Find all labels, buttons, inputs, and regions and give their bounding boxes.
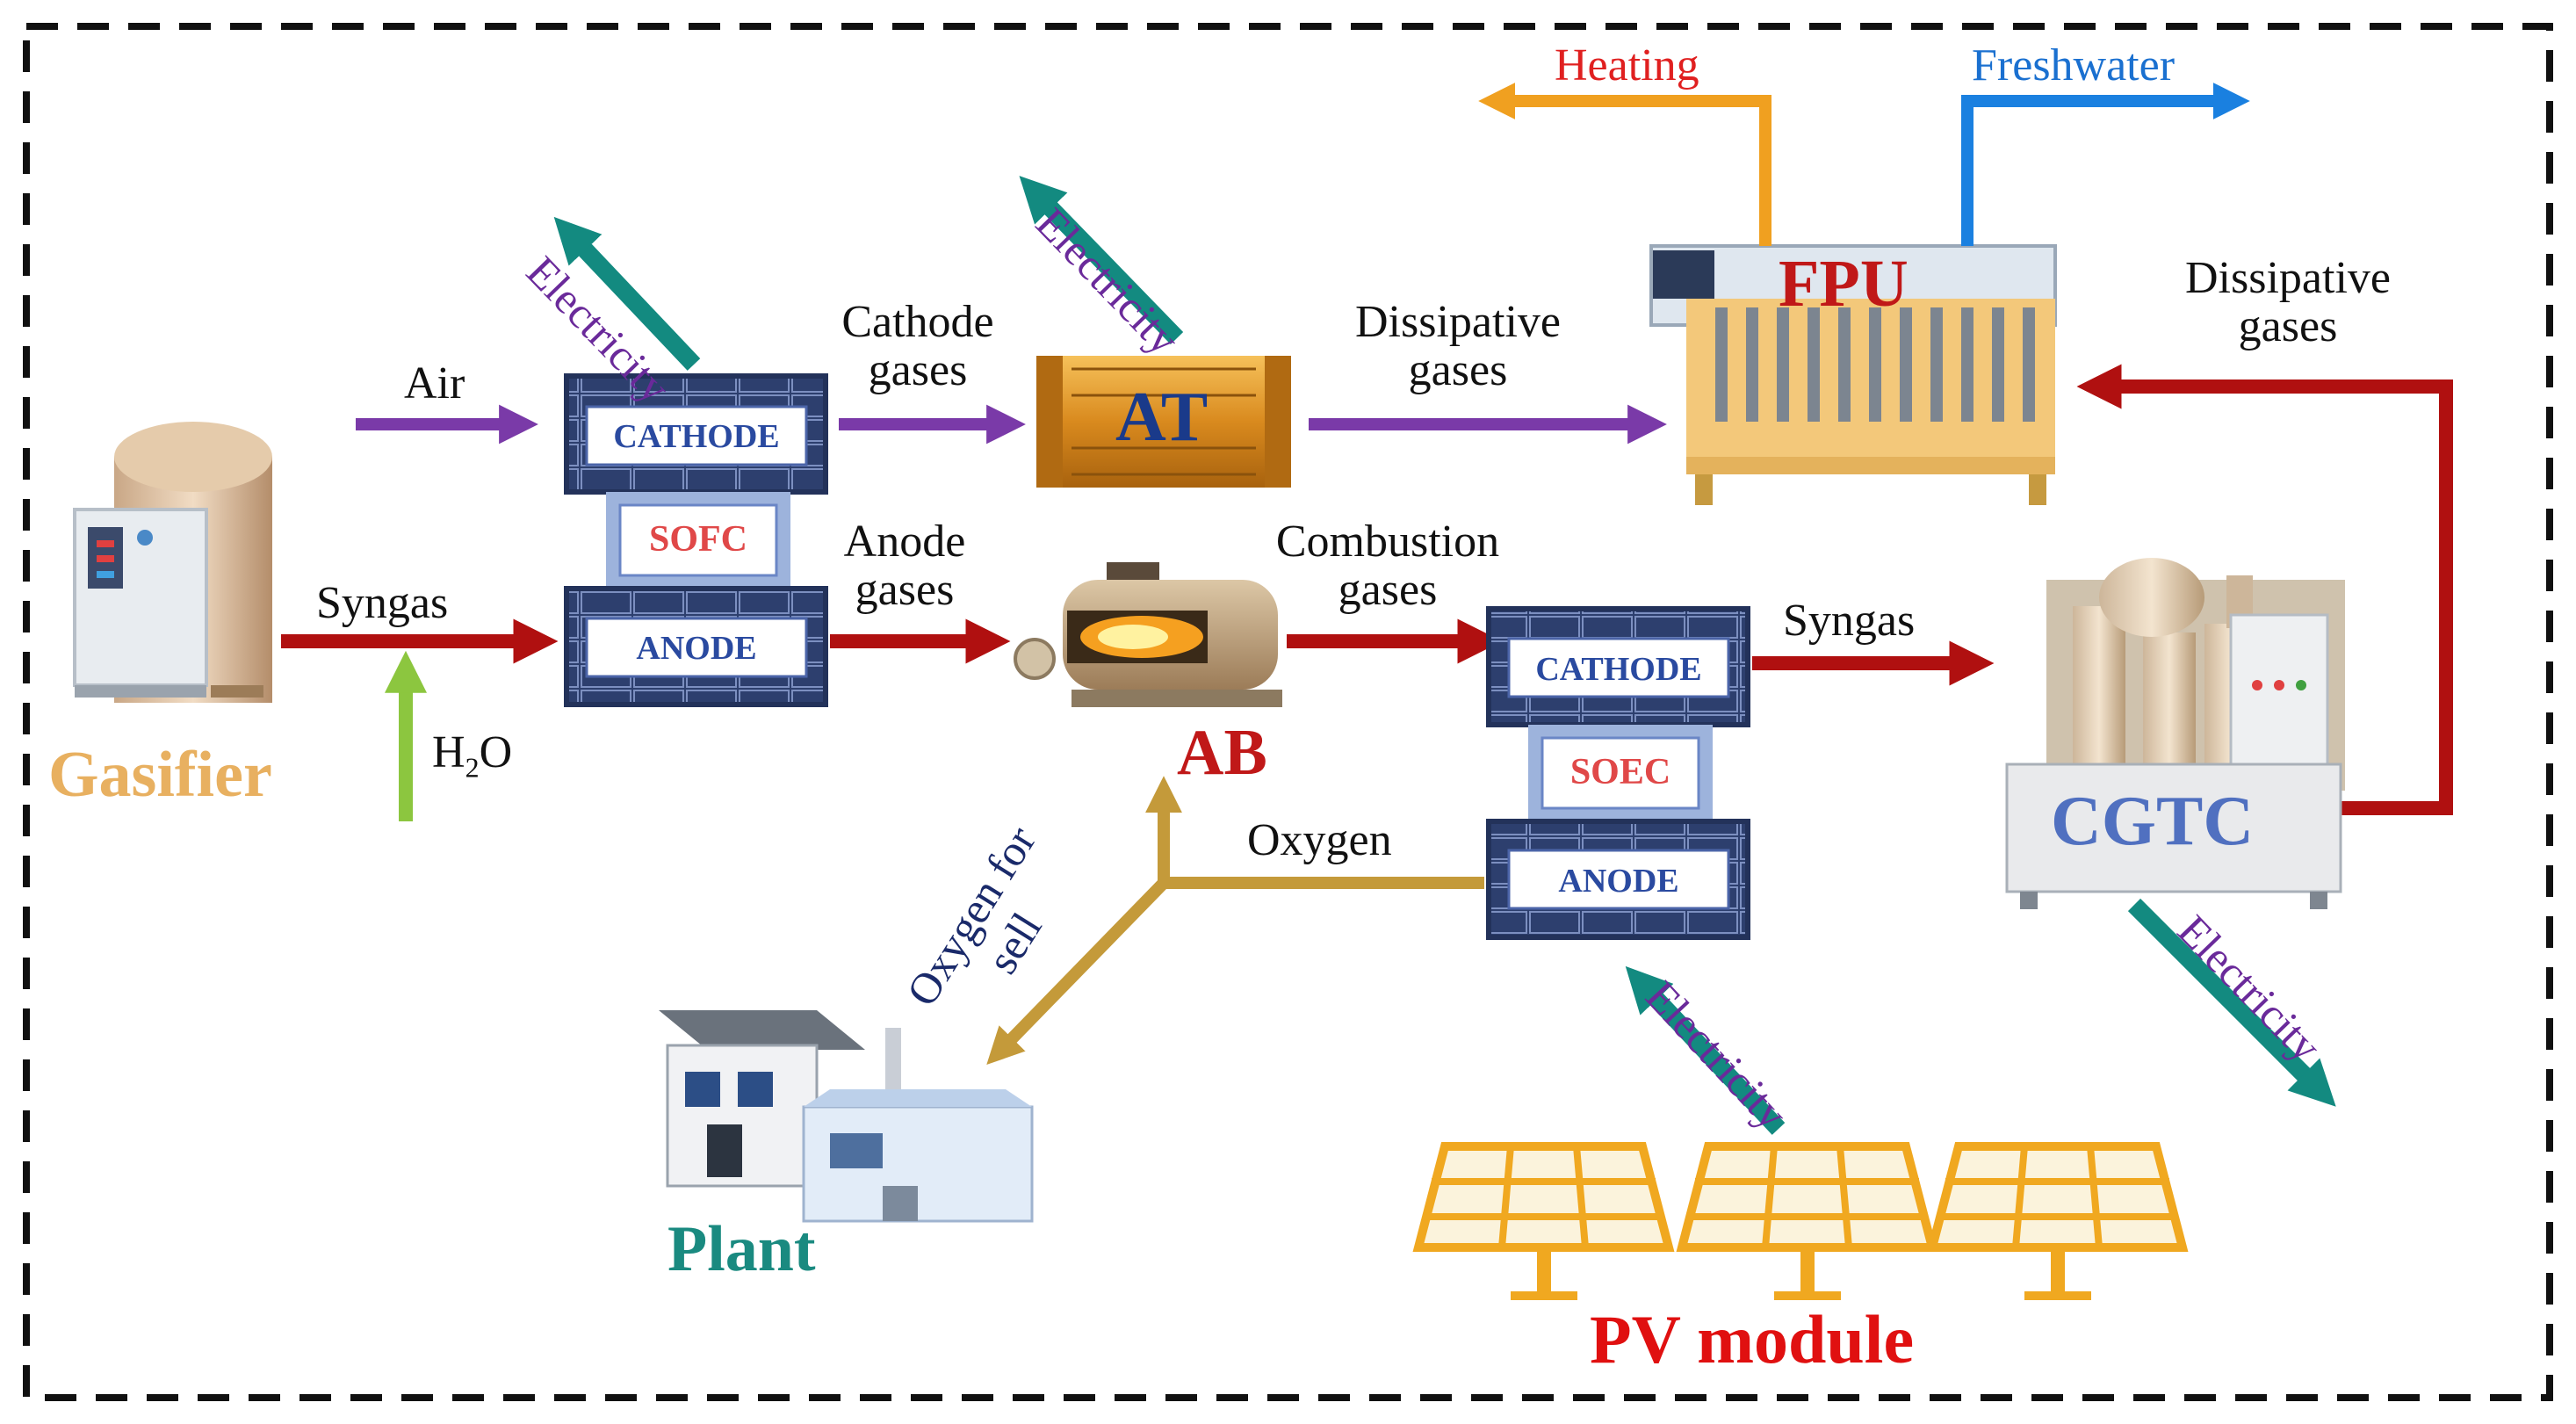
gasifier-icon bbox=[73, 422, 272, 703]
pv-electricity-arrow bbox=[1625, 965, 1786, 1135]
soec-anode-label: ANODE bbox=[1558, 863, 1679, 900]
sofc-core-label: SOFC bbox=[648, 519, 747, 560]
oxygen-sell-arrow bbox=[986, 878, 1169, 1066]
sofc-electricity-arrow bbox=[553, 216, 701, 371]
dashed-frame bbox=[23, 23, 2553, 1401]
pv-panels-icon bbox=[1412, 1142, 2189, 1300]
plant-icon bbox=[659, 1010, 1034, 1223]
ab-label: AB bbox=[1177, 717, 1267, 789]
at-label: AT bbox=[1115, 379, 1209, 456]
heating-arrow bbox=[1478, 83, 1771, 246]
fpu-label: FPU bbox=[1779, 247, 1909, 321]
pv-module-label: PV module bbox=[1590, 1301, 1915, 1377]
sofc-cathode-label: CATHODE bbox=[613, 418, 780, 455]
cgtc-label: CGTC bbox=[2051, 783, 2255, 860]
syngas-in-label: Syngas bbox=[316, 578, 449, 628]
freshwater-label: Freshwater bbox=[1972, 40, 2176, 90]
fpu-icon bbox=[1649, 244, 2057, 505]
at-turbine-icon bbox=[1036, 356, 1291, 488]
cgtc-icon bbox=[2005, 558, 2345, 909]
ab-boiler-icon bbox=[1014, 562, 1282, 707]
at-electricity-arrow bbox=[1019, 176, 1184, 344]
syngas-out-label: Syngas bbox=[1783, 596, 1916, 646]
sofc-stack bbox=[564, 373, 828, 707]
air-label: Air bbox=[404, 358, 465, 408]
gasifier-label: Gasifier bbox=[48, 739, 272, 811]
soec-stack bbox=[1486, 606, 1750, 940]
cgtc-electricity-arrow bbox=[2127, 898, 2336, 1107]
soec-core-label: SOEC bbox=[1569, 752, 1671, 792]
heating-label: Heating bbox=[1555, 40, 1699, 90]
oxygen-label: Oxygen bbox=[1247, 815, 1392, 865]
freshwater-arrow bbox=[1961, 83, 2250, 246]
plant-label: Plant bbox=[667, 1213, 816, 1285]
sofc-anode-label: ANODE bbox=[636, 630, 757, 667]
h2o-label: H2O bbox=[432, 727, 513, 784]
dissipative-gases-right-arrow bbox=[2076, 364, 2453, 815]
soec-cathode-label: CATHODE bbox=[1535, 651, 1702, 688]
